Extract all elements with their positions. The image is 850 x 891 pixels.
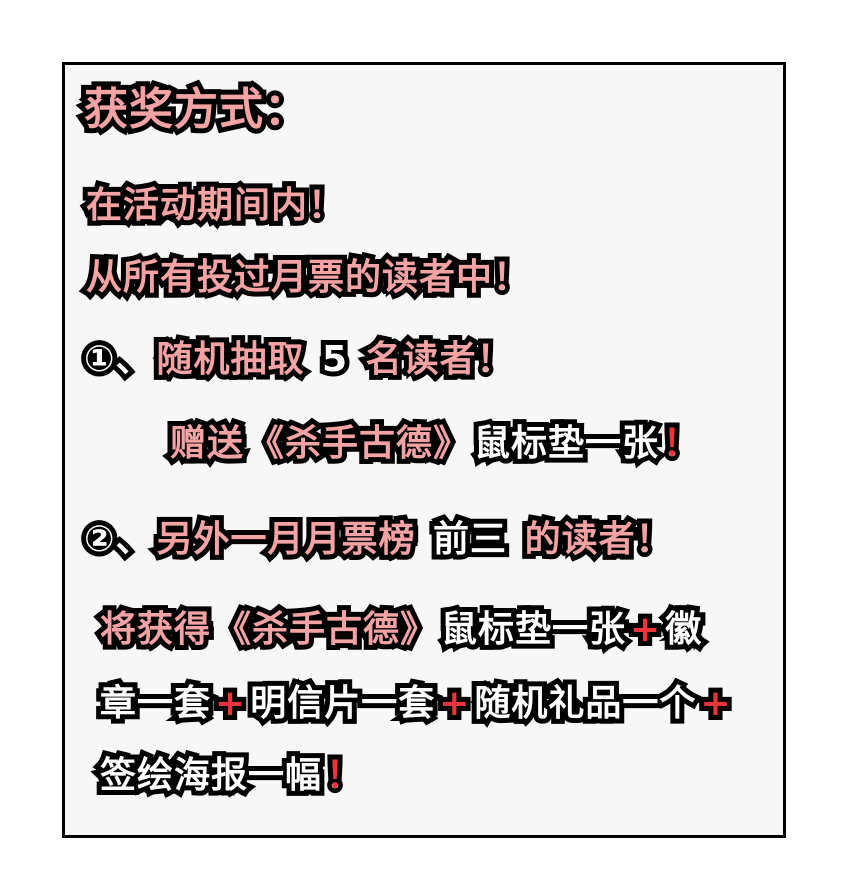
readers-text-2: 的读者！ — [520, 517, 677, 563]
announcement-panel — [62, 62, 786, 838]
plus-sign-2: + — [210, 681, 250, 727]
will-receive-text: 将获得 — [95, 607, 215, 653]
plus-sign-3: + — [434, 681, 474, 727]
plus-sign-1: + — [625, 607, 665, 653]
item-number-2: ②、 — [79, 517, 157, 563]
voters-text: 从所有投过月票的读者中！ — [81, 255, 534, 301]
prize-line-1: 将获得《杀手古德》鼠标垫一张+徽 — [95, 607, 706, 653]
book-title: 《杀手古德》 — [243, 421, 474, 467]
mousepad-text-2: 鼠标垫一张 — [436, 607, 630, 653]
exclamation-mark: ！ — [658, 421, 704, 467]
postcard-set-text: 明信片一套 — [245, 681, 439, 727]
prize-line-3: 签绘海报一幅！ — [95, 753, 367, 799]
exclamation-mark-2: ！ — [321, 753, 367, 799]
gift-mousepad-line: 赠送《杀手古德》鼠标垫一张！ — [165, 421, 704, 467]
top-three-text: 前三 — [428, 517, 511, 563]
prize-line-2: 章一套+明信片一套+随机礼品一个+ — [95, 681, 736, 727]
title-text: 获奖方式： — [79, 83, 313, 137]
item-number-1: ①、 — [79, 337, 157, 383]
event-period-text: 在活动期间内！ — [81, 183, 349, 229]
badge-text-start: 徽 — [660, 607, 706, 653]
signed-poster-text: 签绘海报一幅 — [95, 753, 326, 799]
mousepad-text: 鼠标垫一张 — [469, 421, 663, 467]
event-period-line: 在活动期间内！ — [81, 183, 349, 229]
random-gift-text: 随机礼品一个 — [469, 681, 700, 727]
plus-sign-4: + — [695, 681, 735, 727]
winner-count: 5 — [317, 337, 352, 383]
badge-set-text: 章一套 — [95, 681, 215, 727]
award-method-title: 获奖方式： — [79, 83, 313, 137]
gift-text: 赠送 — [165, 421, 248, 467]
book-title-2: 《杀手古德》 — [210, 607, 441, 653]
top-three-line: ②、另外一月月票榜 前三 的读者！ — [79, 517, 677, 563]
voters-line: 从所有投过月票的读者中！ — [81, 255, 534, 301]
random-draw-line: ①、随机抽取 5 名读者！ — [79, 337, 518, 383]
readers-text: 名读者！ — [361, 337, 518, 383]
monthly-ranking-text: 另外一月月票榜 — [151, 517, 419, 563]
random-draw-text: 随机抽取 — [151, 337, 308, 383]
